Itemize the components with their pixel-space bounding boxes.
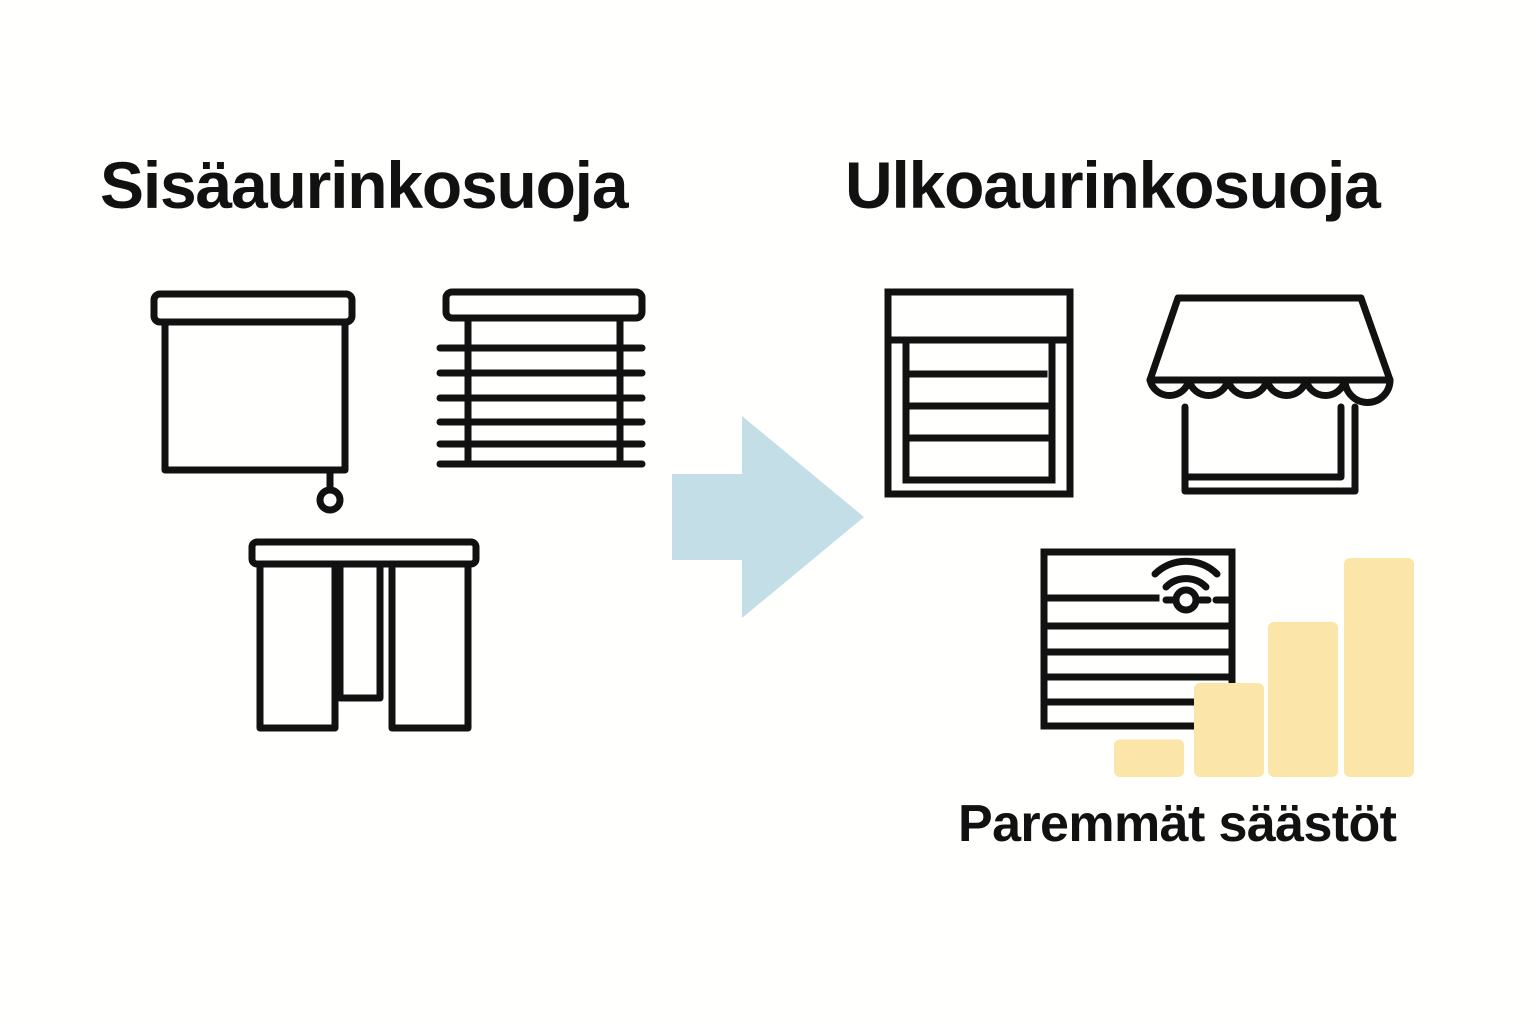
heading-interior-sun-protection: Sisäaurinkosuoja [100, 148, 629, 222]
savings-caption: Paremmät säästöt [958, 795, 1397, 853]
curtains-icon [248, 538, 480, 732]
venetian-blind-icon [436, 288, 646, 468]
roller-shutter-icon [884, 288, 1074, 498]
bar-1 [1114, 739, 1184, 777]
awning-icon [1146, 294, 1394, 495]
bar-2 [1194, 683, 1264, 777]
roller-blind-icon [150, 290, 356, 514]
bar-4 [1344, 558, 1414, 777]
heading-exterior-sun-protection: Ulkoaurinkosuoja [845, 148, 1381, 222]
bar-3 [1268, 621, 1338, 777]
arrow-right-icon [672, 416, 864, 618]
wifi-icon [1151, 557, 1234, 614]
savings-bar-chart [1114, 558, 1414, 777]
